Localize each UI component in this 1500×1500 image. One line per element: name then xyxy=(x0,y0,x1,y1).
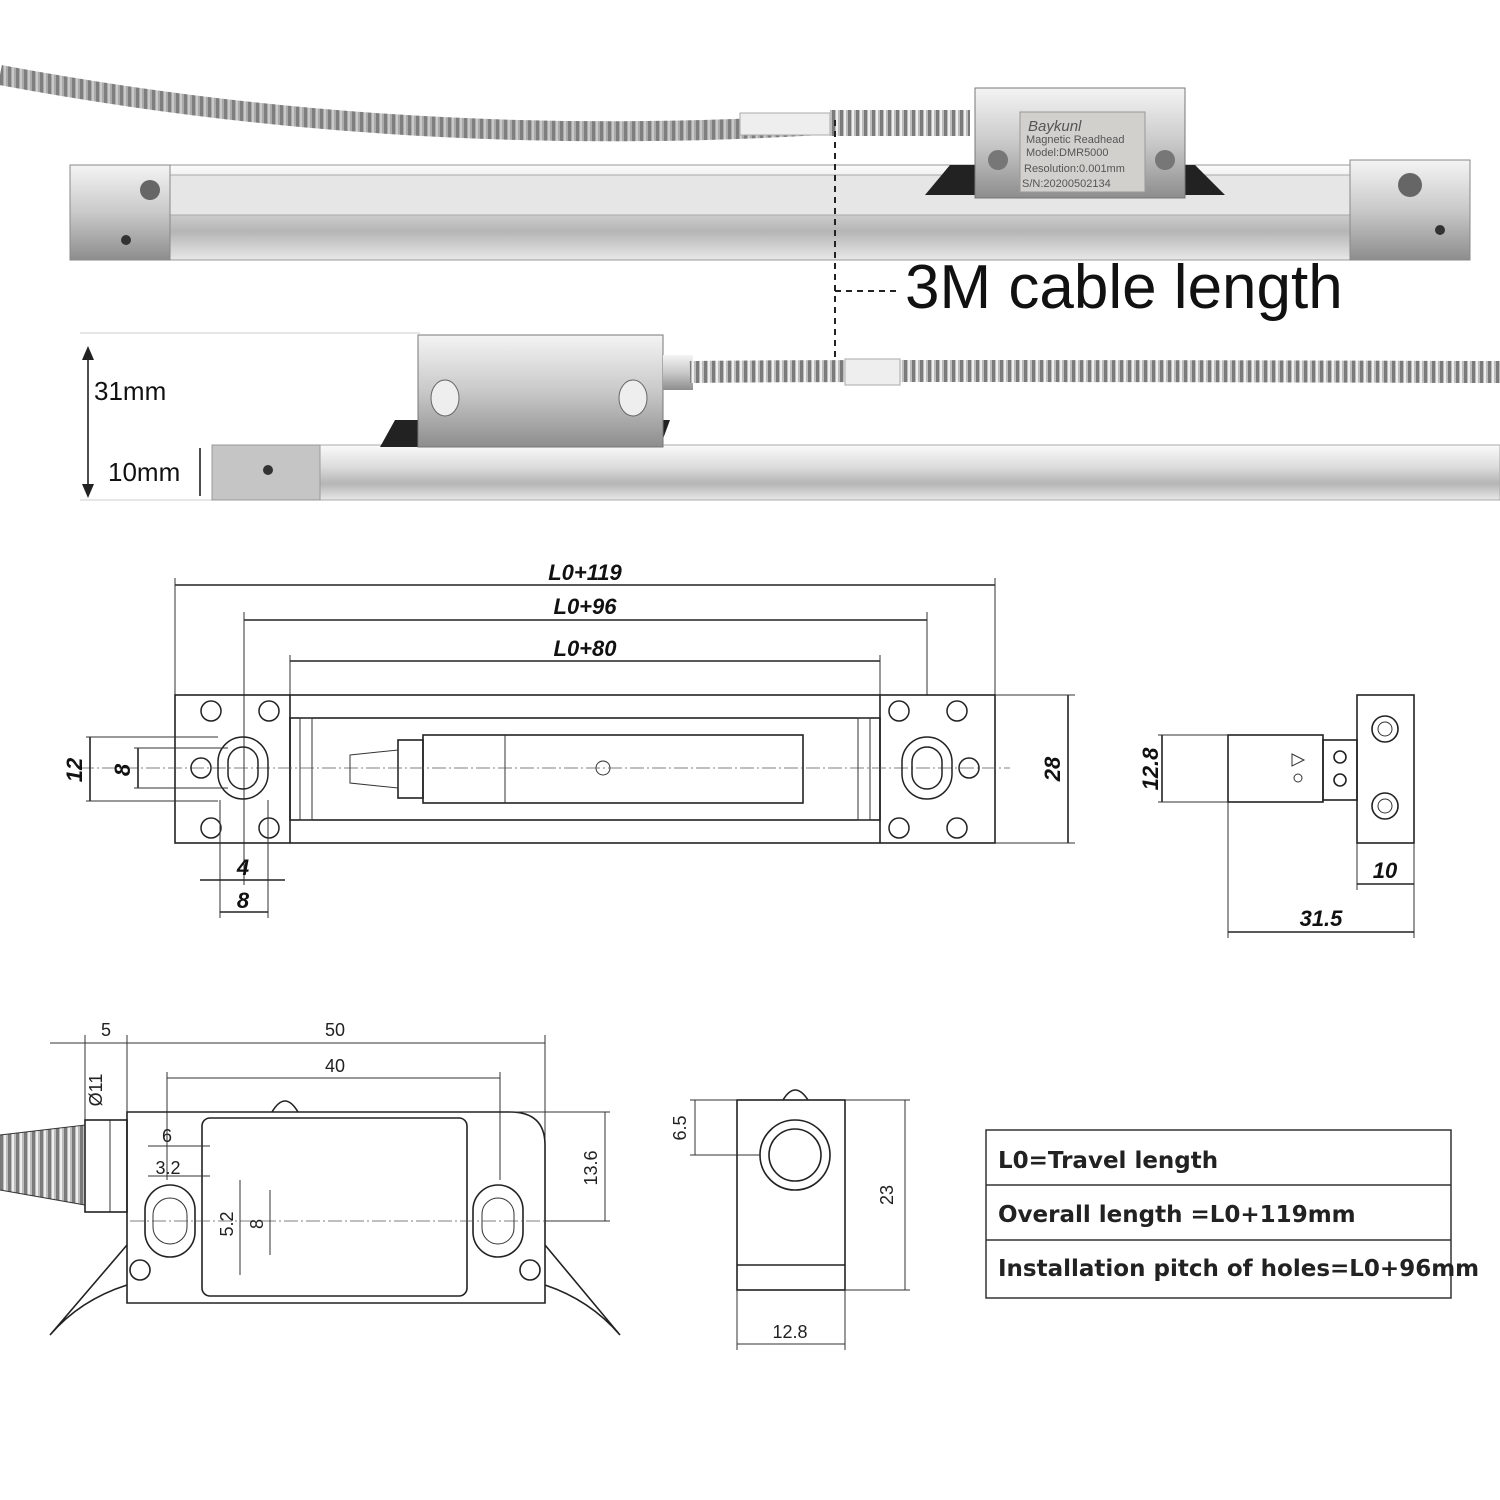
dim-pitch: L0+96 xyxy=(554,594,618,619)
height-10mm-label: 10mm xyxy=(108,457,180,487)
cable-length-label: 3M cable length xyxy=(905,253,1343,322)
armored-cable-side xyxy=(689,360,1500,383)
legend-table: L0=Travel length Overall length =L0+119m… xyxy=(985,1129,1479,1299)
dim-12: 12 xyxy=(62,757,87,782)
drawing-readhead: 5 50 40 Ø11 6 3.2 5.2 8 13.6 xyxy=(0,1020,621,1336)
dim-6: 6 xyxy=(162,1126,172,1146)
legend-row-pitch: Installation pitch of holes=L0+96mm xyxy=(998,1256,1479,1282)
dim-d11: Ø11 xyxy=(86,1074,106,1107)
height-dimension: 31mm 10mm xyxy=(82,346,201,498)
dim-23: 23 xyxy=(877,1185,897,1205)
dim-5-2: 5.2 xyxy=(217,1211,237,1236)
cable-sleeve xyxy=(739,112,831,136)
dim-50: 50 xyxy=(325,1020,345,1040)
product-label: Magnetic Readhead xyxy=(1026,134,1124,146)
dim-overall: L0+119 xyxy=(548,560,622,585)
dim-5: 5 xyxy=(101,1020,111,1040)
armored-cable xyxy=(0,65,821,142)
dim-12-8-head: 12.8 xyxy=(772,1322,807,1342)
dim-40: 40 xyxy=(325,1056,345,1076)
dim-travel: L0+80 xyxy=(554,636,618,661)
scale-photo-top: Baykunl Magnetic Readhead Model:DMR5000 … xyxy=(0,65,1471,261)
readhead-nameplate xyxy=(1019,111,1146,193)
dim-3-2: 3.2 xyxy=(155,1158,180,1178)
dim-6-5: 6.5 xyxy=(670,1115,690,1140)
legend-row-travel: L0=Travel length xyxy=(998,1148,1218,1174)
drawing-end-view: 12.8 10 31.5 xyxy=(1138,694,1415,938)
scale-photo-side xyxy=(80,332,1500,501)
drawing-readhead-end: 6.5 23 12.8 xyxy=(670,1089,910,1350)
dim-28: 28 xyxy=(1040,756,1065,782)
drawing-top-view: L0+119 L0+96 L0+80 12 8 4 8 28 xyxy=(62,560,1075,918)
dim-8b: 8 xyxy=(237,888,250,913)
resolution-label: Resolution:0.001mm xyxy=(1024,163,1125,175)
end-cap-right xyxy=(1349,159,1471,261)
dim-10: 10 xyxy=(1373,858,1398,883)
dim-12-8: 12.8 xyxy=(1138,747,1163,791)
scale-body-side xyxy=(211,444,1500,501)
legend-row-overall: Overall length =L0+119mm xyxy=(998,1202,1356,1228)
dim-31-5: 31.5 xyxy=(1300,906,1344,931)
dim-8: 8 xyxy=(110,763,135,776)
height-31mm-label: 31mm xyxy=(94,376,166,406)
end-cap-left xyxy=(69,164,171,261)
brand-label: Baykunl xyxy=(1028,118,1082,135)
model-label: Model:DMR5000 xyxy=(1026,147,1109,159)
dim-13-6: 13.6 xyxy=(581,1150,601,1185)
dim-8-head: 8 xyxy=(247,1219,267,1229)
dim-4: 4 xyxy=(236,855,249,880)
serial-label: S/N:20200502134 xyxy=(1022,178,1111,190)
